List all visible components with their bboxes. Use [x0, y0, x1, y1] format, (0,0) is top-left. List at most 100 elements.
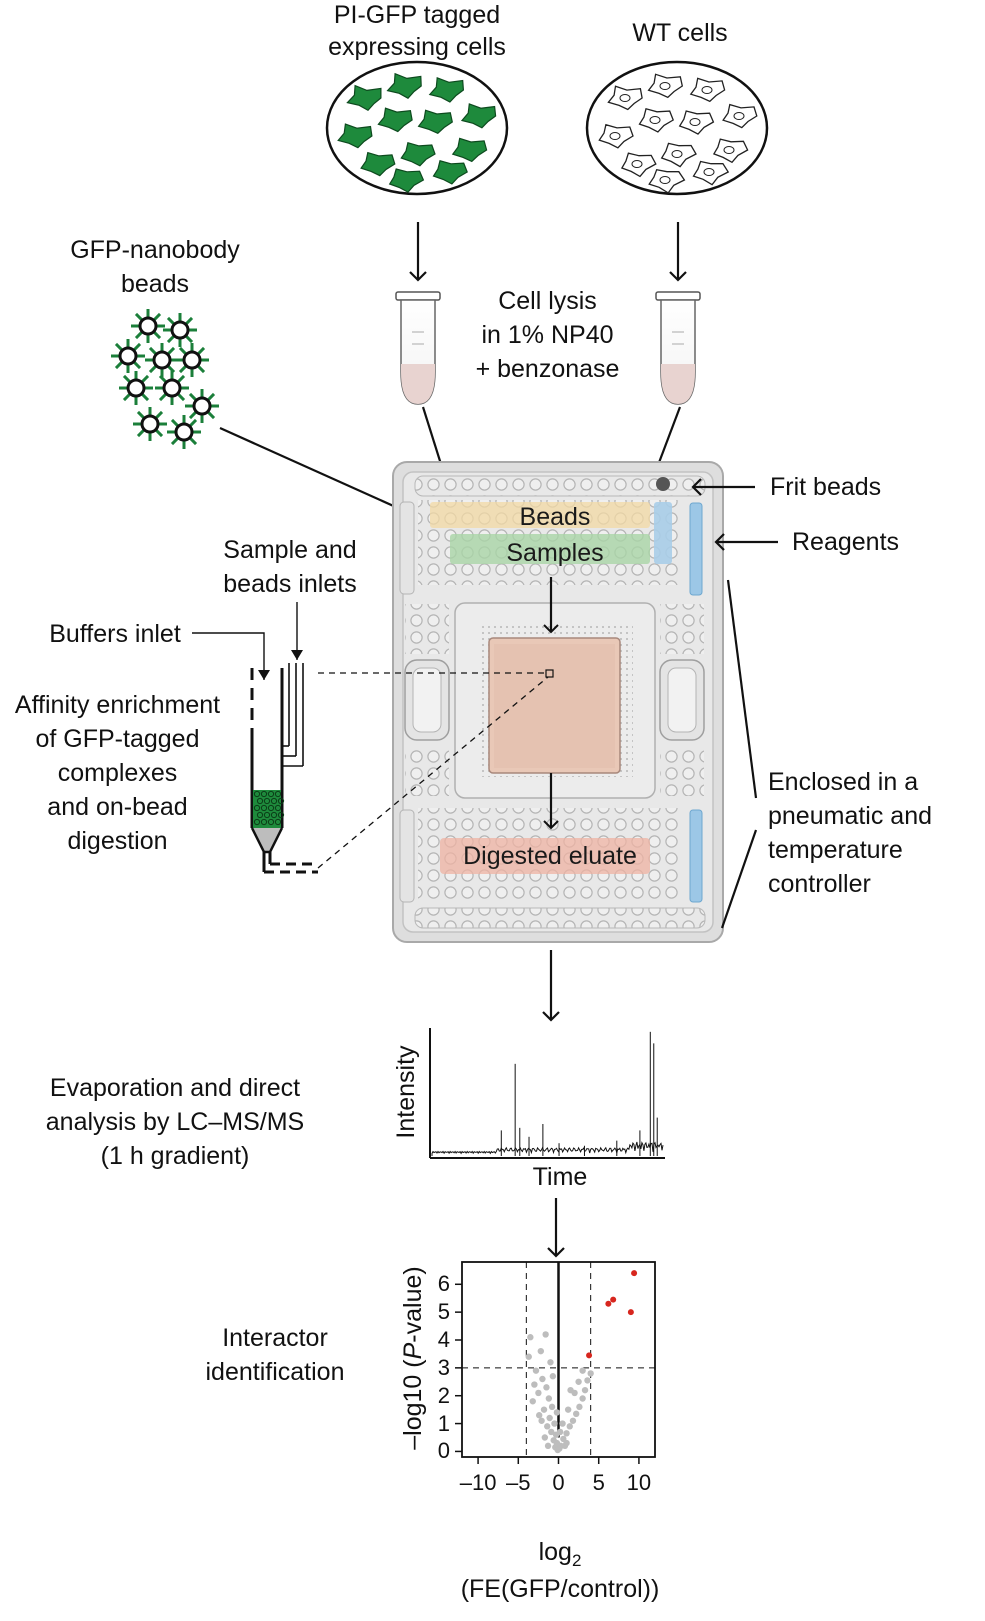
nonsignificant-point [545, 1395, 553, 1402]
column-bead [274, 804, 282, 812]
y-tick-label: 5 [437, 1299, 450, 1325]
nanobody-bead [131, 309, 165, 343]
column-bead [277, 811, 285, 819]
y-tick-label: 3 [437, 1354, 450, 1380]
nonsignificant-point [551, 1420, 558, 1427]
ms-label-line1: Evaporation and direct [49, 1074, 301, 1102]
microfluidic-chip [392, 461, 724, 943]
interactor-label-line1: Interactor [222, 1324, 328, 1352]
nanobody-bead [185, 389, 219, 423]
sample-inlet-label-line2: beads inlets [223, 570, 357, 598]
nonsignificant-point [566, 1423, 573, 1430]
nonsignificant-point [564, 1406, 572, 1413]
nonsignificant-point [529, 1398, 536, 1405]
wt-cell-nucleus [631, 160, 643, 168]
column-bead [267, 818, 275, 826]
pi-gfp-label-line1: PI-GFP tagged [333, 1, 501, 29]
affinity-column-schematic [192, 602, 554, 874]
nonsignificant-point [579, 1367, 586, 1374]
wt-cell-shape [660, 142, 697, 168]
wt-cell-nucleus [689, 118, 701, 126]
column-bead [256, 797, 264, 805]
significant-point [631, 1270, 638, 1277]
column-bead [260, 790, 268, 798]
ms-label-line3: (1 h gradient) [100, 1142, 250, 1170]
nonsignificant-point [525, 1353, 532, 1360]
x-tick-label: 10 [626, 1470, 652, 1495]
gfp-cell-shape [337, 123, 373, 149]
nonsignificant-point [553, 1409, 561, 1416]
nonsignificant-point [572, 1410, 580, 1418]
lysis-label-line3: + benzonase [475, 355, 620, 383]
column-bead [274, 818, 282, 826]
sample-inlet-label-line1: Sample and [223, 536, 357, 564]
nonsignificant-point [540, 1406, 548, 1413]
nonsignificant-point [537, 1347, 545, 1355]
affinity-label-line2: of GFP-tagged [35, 725, 200, 753]
column-bead [263, 811, 271, 819]
nonsignificant-point [567, 1386, 574, 1394]
nonsignificant-point [535, 1389, 542, 1397]
nanobody-bead [111, 339, 145, 373]
frit-beads-label: Frit beads [770, 473, 882, 501]
column-bead [270, 797, 278, 805]
nanobody-bead [119, 371, 153, 405]
column-bead [274, 790, 282, 798]
chromatogram-chart [429, 1028, 665, 1159]
lysis-label-line1: Cell lysis [498, 287, 597, 315]
gfp-cell-shape [460, 103, 497, 129]
nonsignificant-point [546, 1414, 553, 1422]
affinity-label-line4: and on-bead [47, 793, 188, 821]
wt-cell-shape [598, 123, 634, 149]
enclosed-label-line1: Enclosed in a [768, 768, 919, 796]
nanobody-bead [145, 343, 179, 377]
wt-cell-dish [585, 60, 769, 196]
wt-cell-nucleus [701, 86, 713, 94]
x-tick-label: –5 [506, 1470, 531, 1495]
nonsignificant-point [563, 1439, 570, 1447]
column-bead [260, 818, 268, 826]
nonsignificant-point [538, 1417, 545, 1424]
nonsignificant-point [559, 1420, 566, 1427]
wt-cell-nucleus [723, 146, 735, 154]
nonsignificant-point [532, 1367, 540, 1374]
nonsignificant-point [549, 1373, 557, 1380]
nonsignificant-point [542, 1331, 549, 1338]
affinity-label-line5: digestion [67, 827, 168, 855]
significant-point [586, 1352, 593, 1359]
nonsignificant-point [584, 1377, 591, 1384]
wt-cell-nucleus [671, 150, 683, 158]
significant-point [627, 1309, 634, 1316]
wt-cell-nucleus [703, 168, 715, 176]
interactor-label-line2: identification [205, 1358, 345, 1386]
wt-cell-shape [689, 77, 726, 103]
nonsignificant-point [547, 1359, 554, 1366]
nonsignificant-point [541, 1434, 549, 1441]
wt-cell-shape [678, 110, 715, 135]
intensity-axis-label: Intensity [392, 1045, 420, 1139]
nonsignificant-point [563, 1430, 570, 1437]
x-tick-label: 5 [592, 1470, 605, 1495]
column-bead [277, 797, 285, 805]
y-tick-label: 1 [437, 1410, 450, 1436]
time-axis-label: Time [532, 1163, 588, 1191]
volcano-x-axis-log: log [538, 1538, 572, 1566]
enclosed-line-bottom [720, 829, 758, 929]
nanobody-beads-label-line1: GFP-nanobody [70, 236, 240, 264]
gfp-cell-shape [388, 168, 425, 193]
x-tick-label: 0 [552, 1470, 565, 1495]
nanobody-bead [133, 407, 167, 441]
volcano-y-axis-italic: P [399, 1342, 427, 1360]
y-tick-label: 6 [437, 1271, 450, 1297]
nonsignificant-point [579, 1395, 586, 1402]
gfp-cell-shape [360, 151, 396, 177]
volcano-x-axis-label-line1: log2 [470, 1535, 650, 1578]
lysis-label-line2: in 1% NP40 [481, 321, 614, 349]
y-tick-label: 0 [437, 1438, 450, 1464]
wt-cell-shape [638, 107, 675, 133]
enclosed-label-line4: controller [768, 870, 871, 898]
ms-label-line2: analysis by LC–MS/MS [45, 1108, 305, 1136]
column-bead [253, 804, 261, 812]
volcano-y-axis-prefix: –log10 ( [399, 1359, 427, 1450]
wt-cell-shape [722, 103, 758, 129]
